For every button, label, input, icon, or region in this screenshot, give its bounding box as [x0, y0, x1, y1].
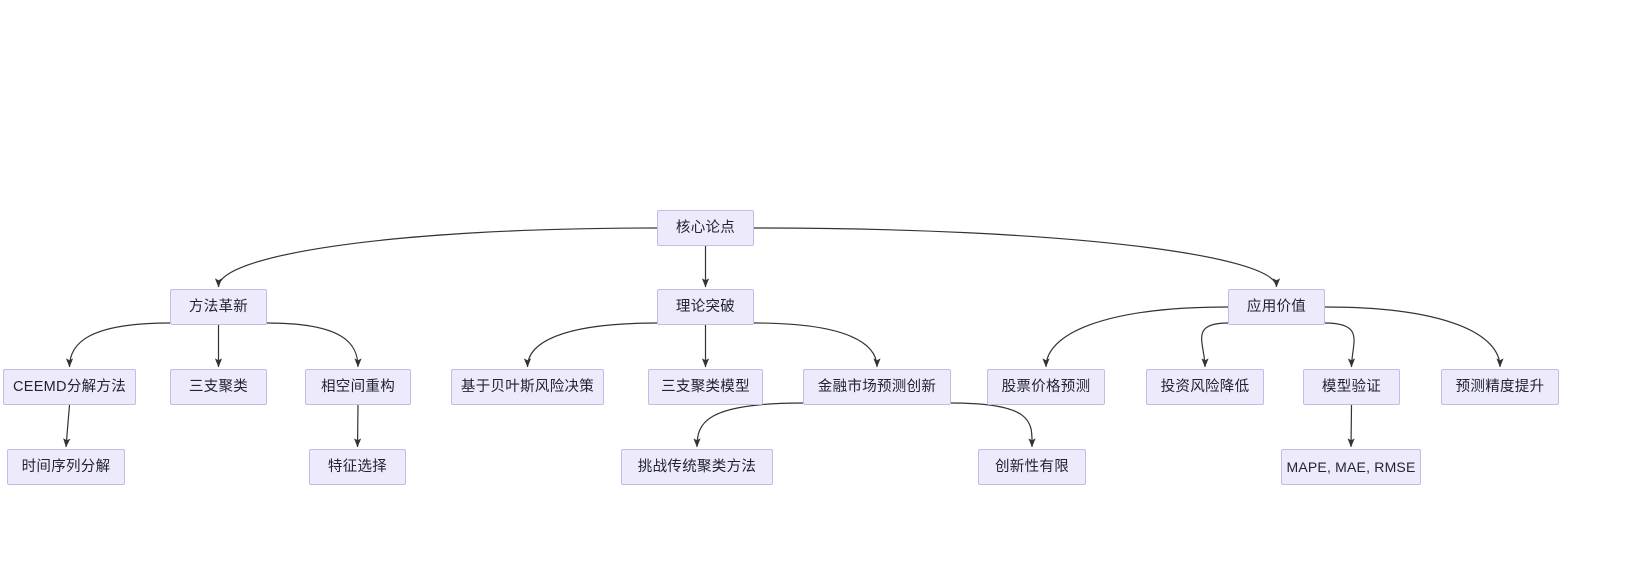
edge-l1c-to-l2c3 — [1324, 322, 1356, 368]
node-label: MAPE, MAE, RMSE — [1286, 459, 1416, 475]
node-l2c2[interactable]: 投资风险降低 — [1146, 369, 1264, 405]
edge-l2b3-to-l3b2 — [950, 402, 1036, 448]
edge-l2a3-to-l3a3 — [354, 404, 362, 448]
node-label: 投资风险降低 — [1160, 378, 1250, 395]
edge-l1c-to-l2c2 — [1201, 322, 1229, 368]
node-l2c1[interactable]: 股票价格预测 — [987, 369, 1105, 405]
node-label: 方法革新 — [188, 298, 249, 315]
edge-l1c-to-l2c4 — [1324, 306, 1504, 368]
node-l2b1[interactable]: 基于贝叶斯风险决策 — [451, 369, 604, 405]
edge-root-to-l1a — [214, 227, 658, 288]
node-label: 挑战传统聚类方法 — [637, 458, 757, 475]
node-label: 金融市场预测创新 — [817, 378, 937, 395]
node-label: 预测精度提升 — [1455, 378, 1545, 395]
node-label: 特征选择 — [327, 458, 388, 475]
node-l3b2[interactable]: 创新性有限 — [978, 449, 1086, 485]
node-label: 模型验证 — [1321, 378, 1382, 395]
edge-paths — [63, 227, 1504, 448]
node-label: 核心论点 — [675, 219, 736, 236]
edge-l2c3-to-l3c1 — [1347, 404, 1355, 448]
node-l3a1[interactable]: 时间序列分解 — [7, 449, 125, 485]
node-l3c1[interactable]: MAPE, MAE, RMSE — [1281, 449, 1421, 485]
node-l1c[interactable]: 应用价值 — [1228, 289, 1325, 325]
node-label: 相空间重构 — [321, 378, 395, 395]
node-label: CEEMD分解方法 — [12, 378, 127, 395]
node-label: 三支聚类 — [188, 378, 249, 395]
edge-l2a1-to-l3a1 — [63, 404, 71, 448]
node-l1b[interactable]: 理论突破 — [657, 289, 754, 325]
node-l3b1[interactable]: 挑战传统聚类方法 — [621, 449, 773, 485]
node-l2a2[interactable]: 三支聚类 — [170, 369, 267, 405]
node-label: 应用价值 — [1246, 298, 1307, 315]
node-label: 基于贝叶斯风险决策 — [460, 378, 595, 395]
node-l1a[interactable]: 方法革新 — [170, 289, 267, 325]
edge-l1b-to-l2b3 — [753, 322, 881, 368]
node-label: 创新性有限 — [995, 458, 1069, 475]
node-l2a3[interactable]: 相空间重构 — [305, 369, 411, 405]
node-l3a3[interactable]: 特征选择 — [309, 449, 406, 485]
edge-l1b-to-l2b1 — [523, 322, 658, 368]
node-label: 时间序列分解 — [21, 458, 111, 475]
node-label: 理论突破 — [675, 298, 736, 315]
node-label: 三支聚类模型 — [661, 378, 750, 395]
edge-l1c-to-l2c1 — [1042, 306, 1229, 368]
node-l2a1[interactable]: CEEMD分解方法 — [3, 369, 136, 405]
edge-l2b3-to-l3b1 — [693, 402, 804, 448]
edge-l1a-to-l2a1 — [65, 322, 171, 368]
node-l2c3[interactable]: 模型验证 — [1303, 369, 1400, 405]
node-l2b3[interactable]: 金融市场预测创新 — [803, 369, 951, 405]
node-label: 股票价格预测 — [1001, 378, 1091, 395]
edge-root-to-l1c — [753, 227, 1281, 288]
node-root[interactable]: 核心论点 — [657, 210, 754, 246]
node-l2b2[interactable]: 三支聚类模型 — [648, 369, 763, 405]
node-l2c4[interactable]: 预测精度提升 — [1441, 369, 1559, 405]
edge-l1a-to-l2a3 — [266, 322, 362, 368]
